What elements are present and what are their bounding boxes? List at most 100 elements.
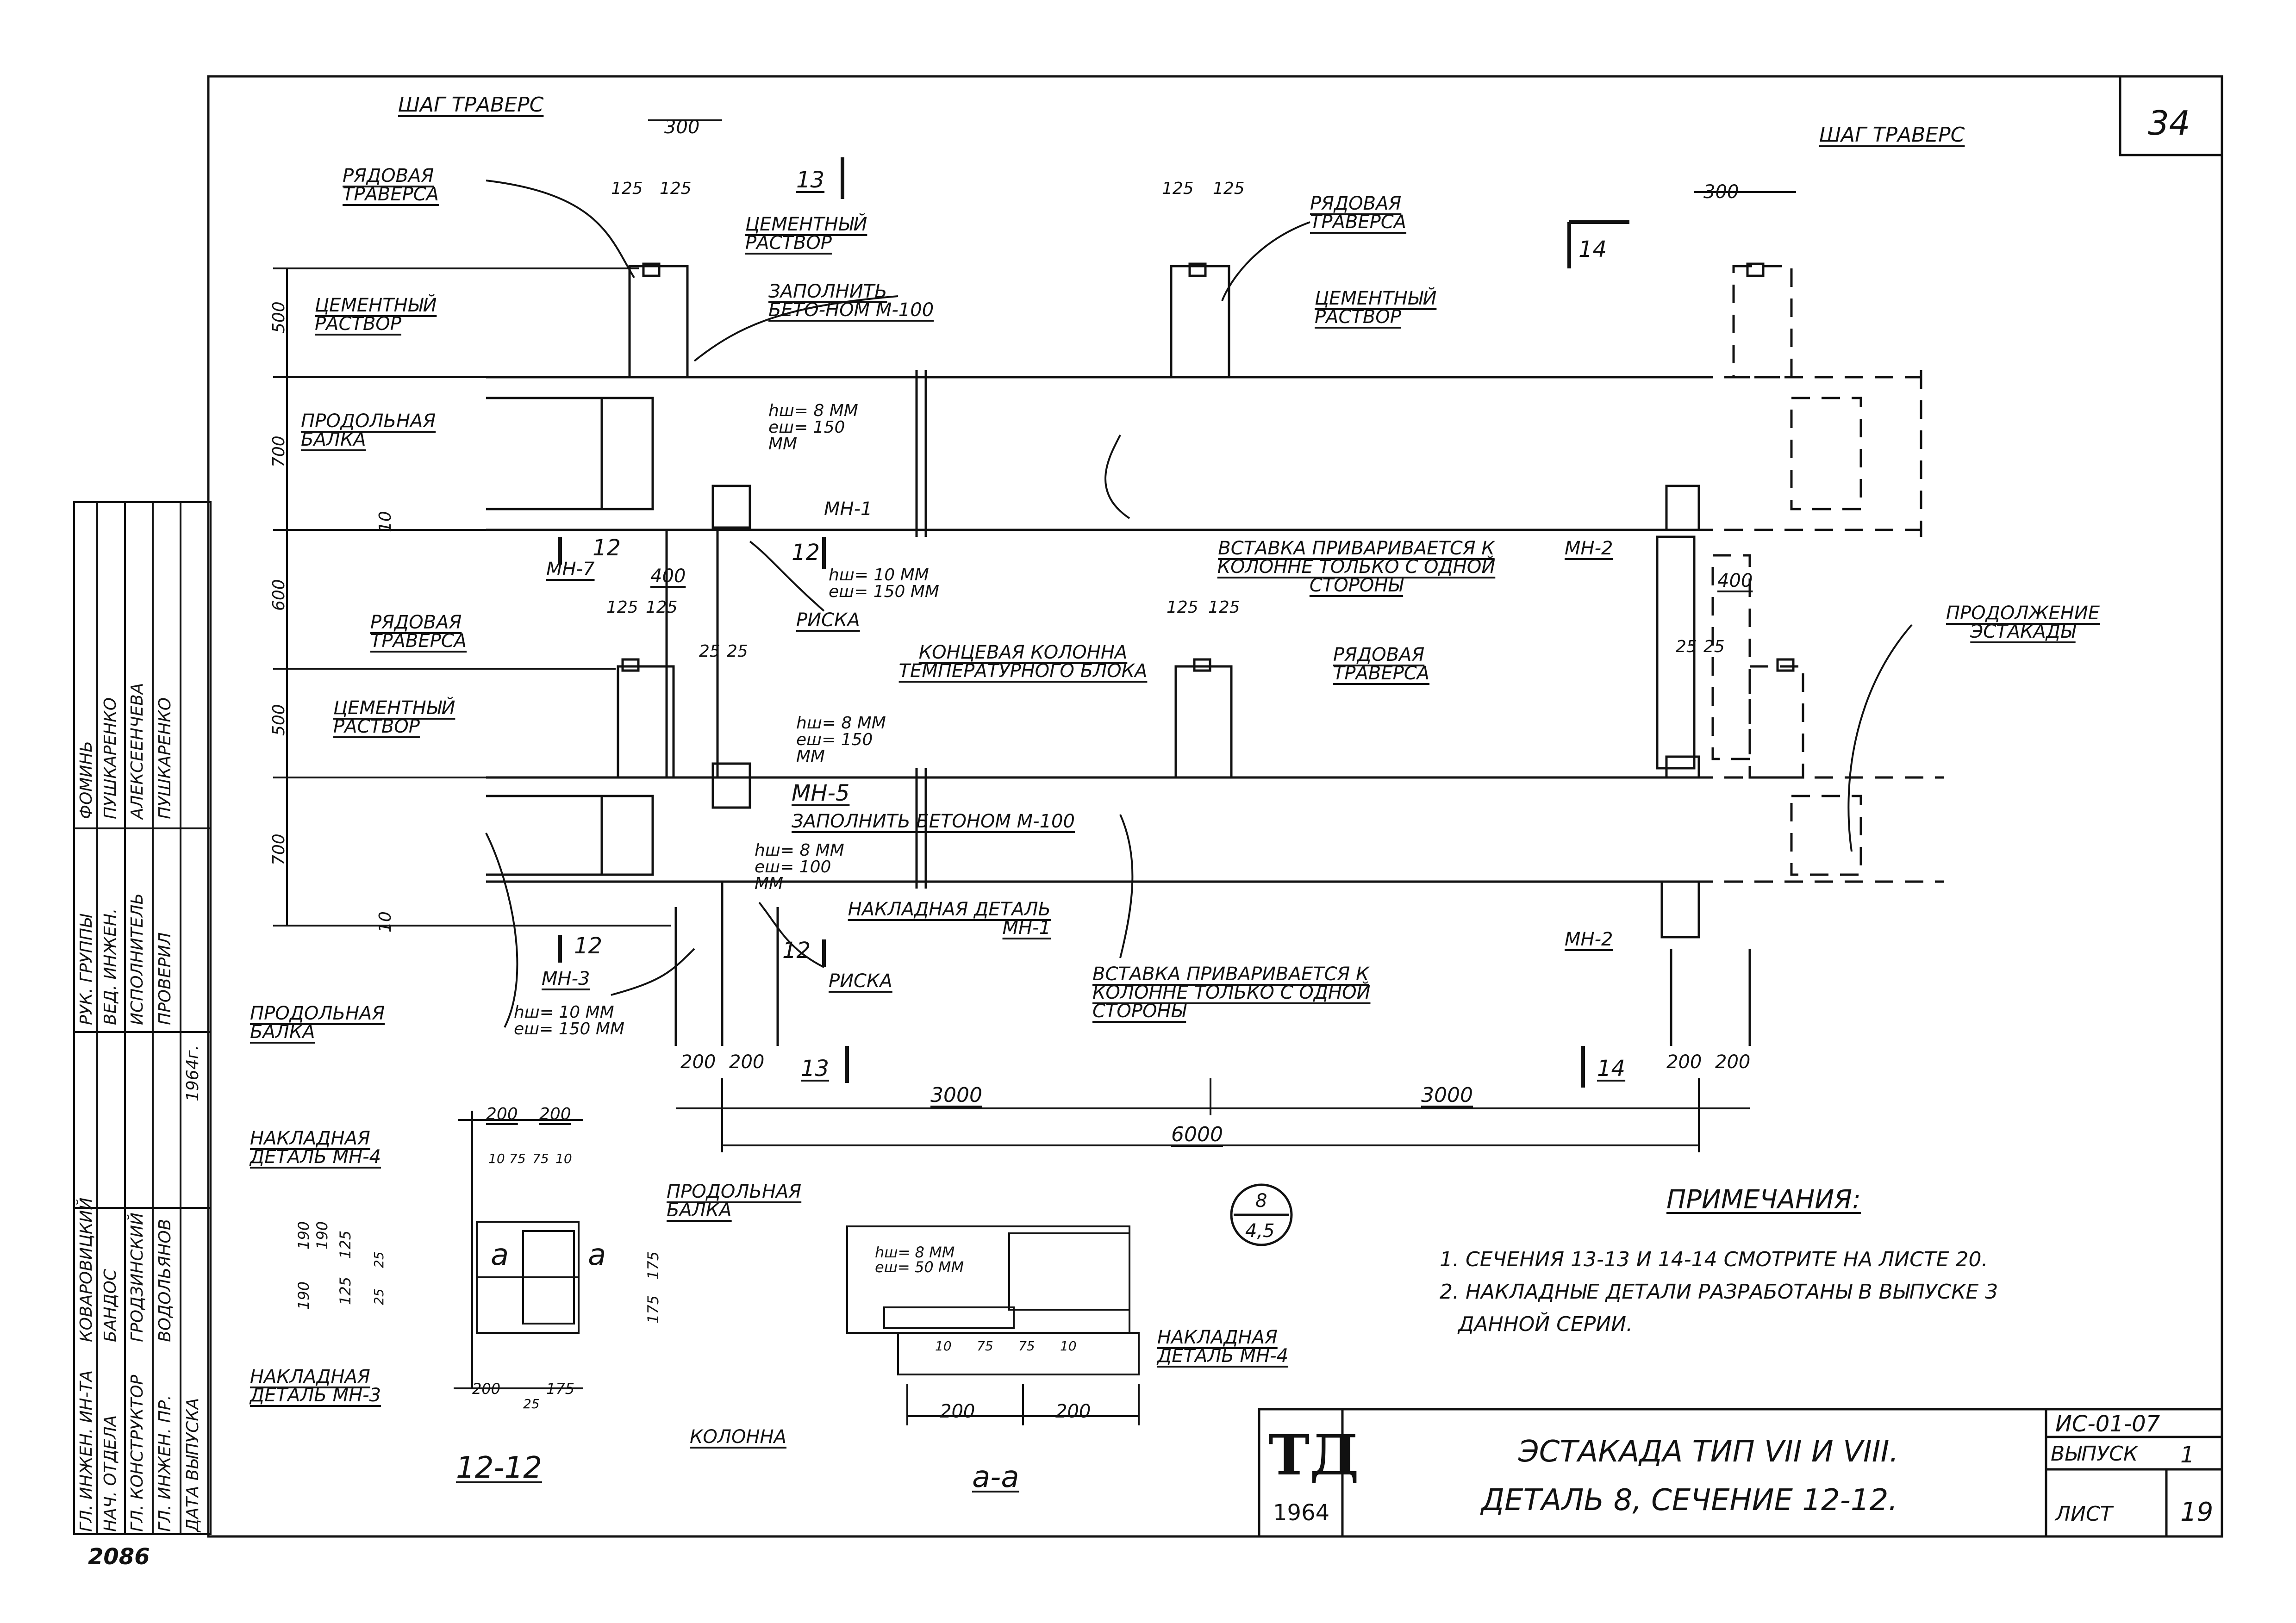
shag-travers-right: ШАГ ТРАВЕРС bbox=[1819, 123, 1965, 147]
nakladnaya-mn1: НАКЛАДНАЯ ДЕТАЛЬ МН-1 bbox=[848, 899, 1051, 939]
issue-value: 1 bbox=[2180, 1442, 2195, 1468]
stamp-name-3: ГРОДЗИНСКИЙ bbox=[128, 1213, 147, 1342]
note-3: ДАННОЙ СЕРИИ. bbox=[1458, 1312, 1633, 1336]
dim-190-a: 190 bbox=[295, 1221, 312, 1250]
note-1: 1. СЕЧЕНИЯ 13-13 И 14-14 СМОТРИТЕ НА ЛИС… bbox=[1440, 1248, 1988, 1271]
end-column-left bbox=[665, 485, 779, 1046]
stamp-role-5: ДАТА ВЫПУСКА bbox=[183, 1398, 202, 1532]
stamp-role-3: ГЛ. КОНСТРУКТОР bbox=[128, 1374, 147, 1532]
title-line-2: ДЕТАЛЬ 8, СЕЧЕНИЕ 12-12. bbox=[1481, 1483, 1898, 1517]
ryadovaya-traversa-4: РЯДОВАЯ ТРАВЕРСА bbox=[1333, 644, 1430, 684]
dim-25-b: 25 bbox=[727, 642, 748, 661]
stamp-role2-1: РУК. ГРУППЫ bbox=[77, 914, 96, 1025]
title-line-1: ЭСТАКАДА ТИП VII И VIII. bbox=[1518, 1435, 1899, 1469]
dim-10-c: 10 bbox=[488, 1151, 505, 1166]
footer-code: 2086 bbox=[88, 1544, 150, 1570]
detail-circle-bottom: 4,5 bbox=[1245, 1220, 1275, 1242]
page-number-box bbox=[2119, 76, 2222, 156]
dim-200-e: 200 bbox=[486, 1105, 518, 1124]
a-mark-right: а bbox=[588, 1238, 606, 1272]
dim-200-f: 200 bbox=[539, 1105, 571, 1124]
dim-200-g: 200 bbox=[472, 1380, 501, 1398]
title-block-lines bbox=[1258, 1408, 2223, 1538]
dim-500-b: 500 bbox=[269, 704, 288, 736]
notes-title: ПРИМЕЧАНИЯ: bbox=[1666, 1185, 1861, 1215]
stamp-name-1: КОВАРОВИЦКИЙ bbox=[77, 1197, 96, 1342]
section-12-marker-c: 12 bbox=[574, 933, 603, 959]
dim-125-b: 125 bbox=[660, 179, 692, 198]
section-14-bottom: 14 bbox=[1597, 1056, 1626, 1082]
dim-25-c: 25 bbox=[1676, 637, 1697, 656]
weld-label-1: hш= 8 ММ еш= 150 ММ bbox=[768, 401, 858, 454]
dim-400-left: 400 bbox=[650, 566, 686, 587]
stamp-role-1: ГЛ. ИНЖЕН. ИН-ТА bbox=[77, 1370, 96, 1532]
dim-190-c: 190 bbox=[295, 1281, 312, 1310]
approval-stamp: ГЛ. ИНЖЕН. ИН-ТА НАЧ. ОТДЕЛА ГЛ. КОНСТРУ… bbox=[74, 500, 222, 1536]
a-mark-left: а bbox=[491, 1238, 509, 1272]
leader-lines bbox=[485, 180, 1913, 1028]
stamp-role-2: НАЧ. ОТДЕЛА bbox=[101, 1415, 120, 1532]
dim-200-h: 200 bbox=[940, 1401, 975, 1422]
horizontal-dimensions bbox=[648, 119, 1796, 1152]
sheet-value: 19 bbox=[2180, 1497, 2214, 1527]
dim-25-g: 25 bbox=[523, 1396, 540, 1412]
detail-circle-top: 8 bbox=[1255, 1190, 1267, 1212]
section-a-a-title: а-а bbox=[972, 1460, 1019, 1494]
ryadovaya-traversa-1: РЯДОВАЯ ТРАВЕРСА bbox=[343, 165, 439, 205]
mn-2-bottom-label: МН-2 bbox=[1565, 929, 1613, 950]
koncevaya-kolonna: КОНЦЕВАЯ КОЛОННА ТЕМПЕРАТУРНОГО БЛОКА bbox=[898, 642, 1148, 682]
dim-300-right: 300 bbox=[1703, 181, 1739, 203]
dim-10-d: 10 bbox=[555, 1151, 572, 1166]
dim-700-b: 700 bbox=[269, 833, 288, 865]
cementny-rastvor-3: ЦЕМЕНТНЫЙ РАСТВОР bbox=[1315, 288, 1437, 328]
dim-300-left: 300 bbox=[664, 117, 700, 138]
section-13-top: 13 bbox=[796, 167, 825, 193]
dim-3000-b: 3000 bbox=[1421, 1083, 1473, 1107]
section-a-a-sketch bbox=[846, 1225, 1140, 1425]
section-12-marker-a: 12 bbox=[593, 535, 621, 561]
end-column-right bbox=[1656, 485, 1751, 1046]
section-12-marker-d: 12 bbox=[782, 938, 811, 964]
stamp-role-4: ГЛ. ИНЖЕН. ПР. bbox=[156, 1395, 175, 1532]
nakladnaya-mn3: НАКЛАДНАЯ ДЕТАЛЬ МН-3 bbox=[250, 1366, 381, 1406]
stamp-name-2: БАНДОС bbox=[101, 1269, 120, 1342]
dim-500-a: 500 bbox=[269, 301, 288, 333]
dim-600: 600 bbox=[269, 579, 288, 611]
section-14-top: 14 bbox=[1578, 236, 1607, 262]
zapolnit-1: ЗАПОЛНИТЬ БЕТО-НОМ М-100 bbox=[768, 281, 934, 321]
dim-125-a: 125 bbox=[611, 179, 643, 198]
dim-75-c: 75 bbox=[977, 1338, 993, 1354]
traverses bbox=[617, 262, 1804, 779]
detail-circle bbox=[1230, 1183, 1293, 1246]
bottom-longitudinal-beam bbox=[486, 768, 1944, 889]
dim-200-c: 200 bbox=[1666, 1051, 1702, 1073]
mn-5-label: МН-5 bbox=[792, 780, 850, 806]
title-year: 1964 bbox=[1273, 1500, 1330, 1526]
riska-2: РИСКА bbox=[829, 970, 892, 992]
dim-25-e: 25 bbox=[371, 1251, 387, 1268]
note-2: 2. НАКЛАДНЫЕ ДЕТАЛИ РАЗРАБОТАНЫ В ВЫПУСК… bbox=[1440, 1280, 1998, 1304]
dim-25-f: 25 bbox=[371, 1288, 387, 1305]
dim-125-h: 125 bbox=[1208, 598, 1240, 617]
prodolnaya-balka-1: ПРОДОЛЬНАЯ БАЛКА bbox=[301, 410, 436, 450]
dim-10-f: 10 bbox=[1060, 1338, 1077, 1354]
dim-125-f: 125 bbox=[646, 598, 678, 617]
dim-125-i: 125 bbox=[337, 1230, 354, 1259]
title-block: ТД 1964 ЭСТАКАДА ТИП VII И VIII. ДЕТАЛЬ … bbox=[1259, 1409, 2222, 1536]
dim-25-a: 25 bbox=[699, 642, 720, 661]
prodolnaya-balka-2: ПРОДОЛЬНАЯ БАЛКА bbox=[250, 1003, 385, 1043]
issue-label: ВЫПУСК bbox=[2051, 1442, 2138, 1466]
mn-2-top-label: МН-2 bbox=[1565, 538, 1613, 559]
dim-10-a: 10 bbox=[376, 511, 395, 532]
stamp-year: 1964г. bbox=[183, 1045, 202, 1101]
section-12-12-sketch bbox=[454, 1111, 583, 1389]
vstavka-2: ВСТАВКА ПРИВАРИВАЕТСЯ К КОЛОННЕ ТОЛЬКО С… bbox=[1092, 964, 1371, 1022]
vstavka-1: ВСТАВКА ПРИВАРИВАЕТСЯ К КОЛОННЕ ТОЛЬКО С… bbox=[1217, 538, 1496, 596]
stamp-name2-1: ФОМИНЬ bbox=[77, 740, 96, 819]
cementny-rastvor-1: ЦЕМЕНТНЫЙ РАСТВОР bbox=[745, 214, 867, 254]
stamp-name-4: ВОДОЛЬЯНОВ bbox=[156, 1219, 175, 1342]
dim-190-b: 190 bbox=[313, 1221, 331, 1250]
vertical-dimensions bbox=[273, 267, 671, 927]
sheet-frame bbox=[207, 75, 2223, 1538]
